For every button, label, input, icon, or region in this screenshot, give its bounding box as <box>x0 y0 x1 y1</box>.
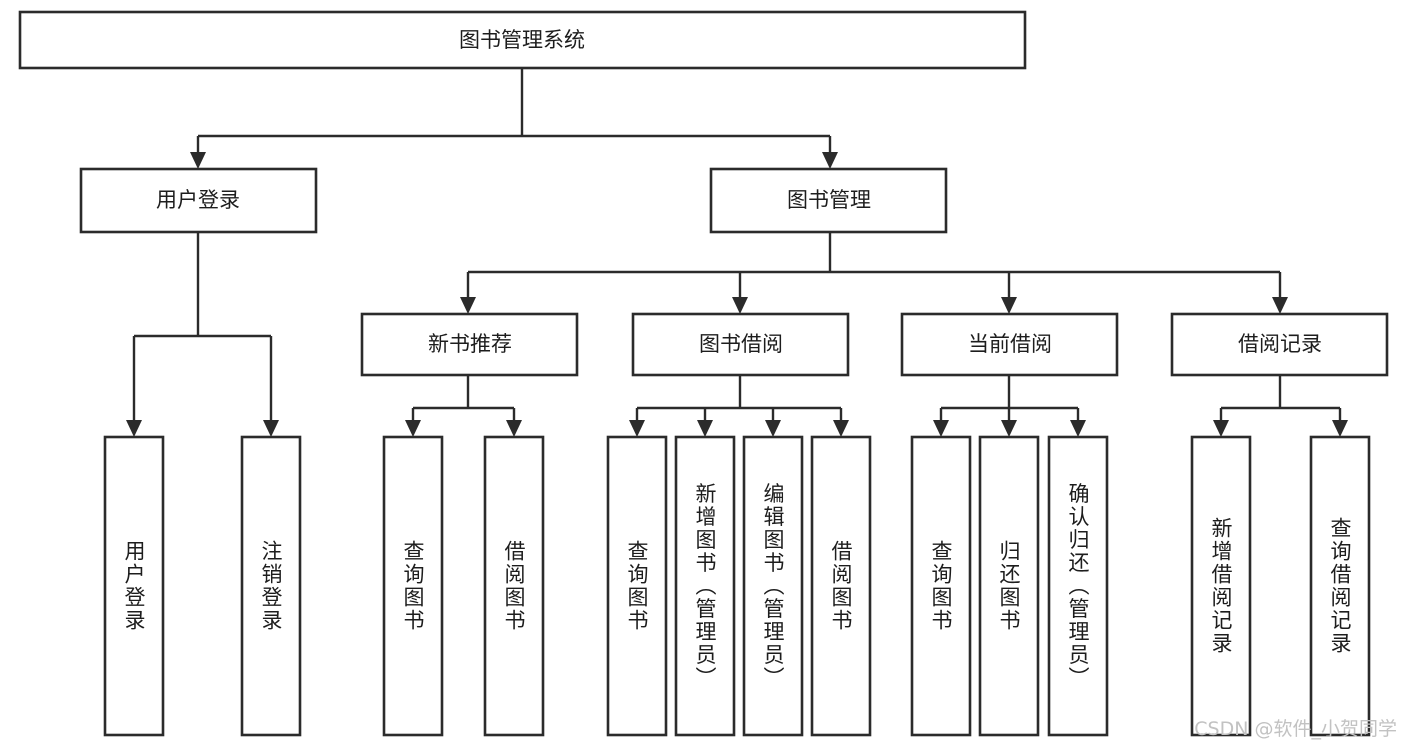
root-node-label: 图书管理系统 <box>459 28 585 52</box>
leaf-box[interactable] <box>382 435 444 737</box>
new-book-recommend-node-label: 新书推荐 <box>428 332 512 356</box>
arrow-current-borrow-leaf3 <box>1070 420 1086 437</box>
leaf-label: 查询图书 <box>625 540 649 632</box>
leaf-label: 新增图书（管理员） <box>693 483 717 690</box>
leaf-box[interactable] <box>810 435 872 737</box>
leaf-box[interactable] <box>978 435 1040 737</box>
arrow-current-borrow-leaf2 <box>1001 420 1017 437</box>
node-borrow-record[interactable]: 借阅记录 <box>1170 312 1389 377</box>
arrow-book-borrow-leaf4 <box>833 420 849 437</box>
arrow-borrow-record-leaf2 <box>1332 420 1348 437</box>
node-new-book-recommend[interactable]: 新书推荐 <box>360 312 579 377</box>
node-root-book-management-system[interactable]: 图书管理系统 <box>18 10 1027 70</box>
arrow-user-login-leaf1 <box>126 420 142 437</box>
book-borrow-node-label: 图书借阅 <box>699 332 783 356</box>
leaf-label: 查询图书 <box>929 540 953 632</box>
leaf-label: 注销登录 <box>259 540 283 632</box>
arrow-new-book-leaf1 <box>405 420 421 437</box>
node-user-login[interactable]: 用户登录 <box>79 167 318 234</box>
leaf-label: 查询借阅记录 <box>1328 517 1352 655</box>
node-current-borrow[interactable]: 当前借阅 <box>900 312 1119 377</box>
node-book-management[interactable]: 图书管理 <box>709 167 948 234</box>
arrow-to-user-login <box>190 152 206 169</box>
user-login-node-box[interactable] <box>79 167 318 234</box>
watermark-label: CSDN @软件_小贺同学 <box>1194 718 1397 740</box>
leaf-label: 新增借阅记录 <box>1209 517 1233 655</box>
connector-group-book-borrow-leaves <box>629 375 849 437</box>
arrow-current-borrow-leaf1 <box>933 420 949 437</box>
new-book-recommend-node-box[interactable] <box>360 312 579 377</box>
current-borrow-node-label: 当前借阅 <box>968 332 1052 356</box>
leaf-label: 查询图书 <box>401 540 425 632</box>
leaf-label: 确认归还（管理员） <box>1066 483 1090 690</box>
leaf-box[interactable] <box>1309 435 1371 737</box>
leaf-node-book-borrow-query[interactable]: 查询图书 <box>606 435 668 737</box>
leaf-box[interactable] <box>1047 435 1109 737</box>
arrow-book-borrow-leaf3 <box>765 420 781 437</box>
leaf-label: 用户登录 <box>122 540 146 632</box>
current-borrow-node-box[interactable] <box>900 312 1119 377</box>
leaf-label: 借阅图书 <box>829 540 853 632</box>
arrow-to-book-borrow <box>732 297 748 314</box>
leaf-node-user-login-login[interactable]: 用户登录 <box>103 435 165 737</box>
leaf-box[interactable] <box>1190 435 1252 737</box>
leaf-label: 借阅图书 <box>502 540 526 632</box>
borrow-record-node-box[interactable] <box>1170 312 1389 377</box>
arrow-to-borrow-record <box>1272 297 1288 314</box>
leaf-box[interactable] <box>103 435 165 737</box>
book-management-node-label: 图书管理 <box>787 188 871 212</box>
leaf-node-new-book-query[interactable]: 查询图书 <box>382 435 444 737</box>
leaf-box[interactable] <box>606 435 668 737</box>
leaf-box[interactable] <box>240 435 302 737</box>
leaf-node-current-borrow-return[interactable]: 归还图书 <box>978 435 1040 737</box>
leaf-node-new-book-borrow[interactable]: 借阅图书 <box>483 435 545 737</box>
leaf-box[interactable] <box>483 435 545 737</box>
leaf-box[interactable] <box>742 435 804 737</box>
leaf-box[interactable] <box>910 435 972 737</box>
leaf-node-borrow-record-add[interactable]: 新增借阅记录 <box>1190 435 1252 737</box>
arrow-to-new-book-recommend <box>460 297 476 314</box>
arrow-book-borrow-leaf2 <box>697 420 713 437</box>
leaf-box[interactable] <box>674 435 736 737</box>
leaf-node-user-login-logout[interactable]: 注销登录 <box>240 435 302 737</box>
leaf-node-book-borrow-edit[interactable]: 编辑图书（管理员） <box>742 435 804 737</box>
root-node-box[interactable] <box>18 10 1027 70</box>
book-management-node-box[interactable] <box>709 167 948 234</box>
leaf-node-current-borrow-query[interactable]: 查询图书 <box>910 435 972 737</box>
book-borrow-node-box[interactable] <box>631 312 850 377</box>
arrow-to-current-borrow <box>1001 297 1017 314</box>
connector-group-new-book-leaves <box>405 375 522 437</box>
leaf-node-book-borrow-add[interactable]: 新增图书（管理员） <box>674 435 736 737</box>
node-book-borrow[interactable]: 图书借阅 <box>631 312 850 377</box>
leaf-label: 归还图书 <box>997 540 1021 632</box>
arrow-book-borrow-leaf1 <box>629 420 645 437</box>
arrow-to-book-manage <box>822 152 838 169</box>
leaf-node-current-borrow-confirm-return[interactable]: 确认归还（管理员） <box>1047 435 1109 737</box>
borrow-record-node-label: 借阅记录 <box>1238 332 1322 356</box>
connector-group-user-login-leaves <box>126 232 279 437</box>
connector-group-current-borrow-leaves <box>933 375 1086 437</box>
leaf-node-book-borrow-borrow[interactable]: 借阅图书 <box>810 435 872 737</box>
arrow-new-book-leaf2 <box>506 420 522 437</box>
connector-group-book-manage-to-level3 <box>460 232 1288 314</box>
leaf-node-borrow-record-query[interactable]: 查询借阅记录 <box>1309 435 1371 737</box>
connector-group-borrow-record-leaves <box>1213 375 1348 437</box>
arrow-user-login-leaf2 <box>263 420 279 437</box>
arrow-borrow-record-leaf1 <box>1213 420 1229 437</box>
connector-group-root-to-level2 <box>190 68 838 169</box>
user-login-node-label: 用户登录 <box>156 188 240 212</box>
leaf-label: 编辑图书（管理员） <box>761 483 785 690</box>
